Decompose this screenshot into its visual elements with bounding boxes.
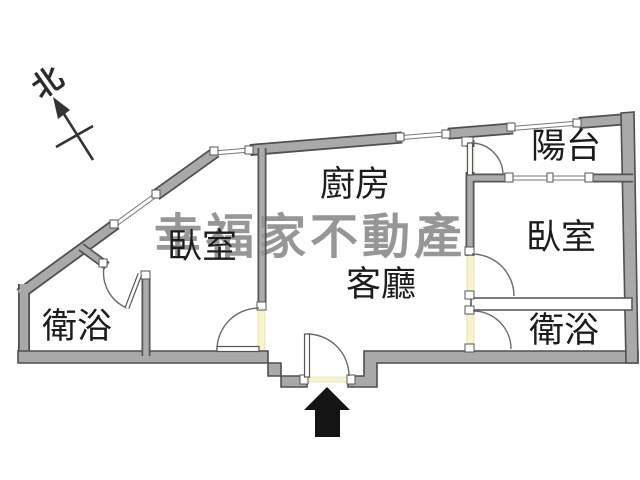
north-label: 北 bbox=[26, 60, 71, 106]
jamb bbox=[584, 172, 594, 183]
room-label-bathroom-left: 衛浴 bbox=[42, 307, 112, 347]
doors bbox=[102, 142, 515, 378]
north-indicator: 北 bbox=[26, 60, 95, 161]
wall-segment bbox=[17, 114, 634, 357]
right-wall bbox=[620, 111, 639, 364]
bedroom-bath-divider bbox=[470, 297, 633, 311]
jamb bbox=[209, 146, 219, 156]
jamb bbox=[244, 145, 254, 155]
jamb bbox=[464, 246, 475, 256]
wall-jambs bbox=[98, 118, 594, 385]
jamb bbox=[151, 189, 161, 199]
door-swing-arcs bbox=[102, 142, 515, 377]
room-label-bathroom-right: 衛浴 bbox=[529, 311, 599, 351]
compass-cross-line bbox=[55, 124, 94, 149]
bottom-wall-left bbox=[17, 350, 308, 388]
jamb bbox=[346, 374, 356, 385]
jamb bbox=[504, 172, 514, 183]
room-labels: 廚房 陽台 臥室 臥室 客廳 衛浴 衛浴 bbox=[42, 127, 601, 351]
bottom-wall-right bbox=[347, 350, 639, 388]
jamb bbox=[464, 305, 475, 315]
jamb bbox=[140, 270, 151, 280]
jamb bbox=[464, 290, 475, 300]
opening-bedroom-left bbox=[257, 305, 266, 352]
door-leaf-bedroom-left bbox=[216, 345, 260, 353]
window bbox=[115, 121, 590, 226]
jamb bbox=[395, 132, 405, 142]
entrance-arrow-icon bbox=[304, 387, 350, 437]
room-label-balcony: 陽台 bbox=[531, 127, 601, 167]
compass-arrowhead-icon bbox=[53, 97, 70, 119]
windows bbox=[114, 120, 590, 227]
room-label-kitchen: 廚房 bbox=[320, 165, 390, 205]
room-label-bedroom-left: 臥室 bbox=[167, 227, 237, 267]
opening-entrance-threshold bbox=[306, 376, 349, 383]
room-label-living-room: 客廳 bbox=[346, 265, 416, 305]
opening-bathroom-right bbox=[466, 310, 475, 350]
jamb bbox=[98, 258, 108, 268]
jamb bbox=[506, 122, 516, 132]
door-leaf-bathroom-left bbox=[125, 273, 142, 309]
jamb bbox=[109, 219, 119, 229]
opening-bedroom-right bbox=[466, 253, 475, 297]
jamb bbox=[256, 301, 267, 311]
door-leaf-entrance bbox=[303, 333, 311, 378]
room-label-bedroom-right: 臥室 bbox=[526, 218, 596, 258]
compass-needle-line bbox=[62, 113, 95, 161]
jamb bbox=[441, 129, 451, 139]
exterior-walls bbox=[16, 111, 639, 388]
jamb bbox=[464, 343, 475, 353]
jamb bbox=[546, 172, 554, 183]
door-leaf-balcony bbox=[466, 142, 474, 176]
jamb bbox=[572, 118, 582, 128]
